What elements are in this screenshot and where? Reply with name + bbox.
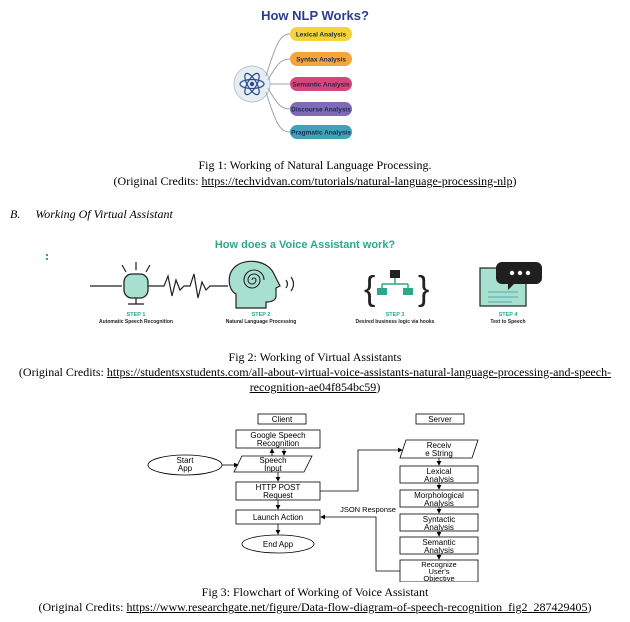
chat-screen-icon <box>479 262 542 307</box>
fig3-receive-line1: Receiv <box>427 441 451 450</box>
fig3-credits-link[interactable]: https://www.researchgate.net/figure/Data… <box>126 600 588 614</box>
fig2-step1-number: STEP 1 <box>127 312 146 318</box>
fig1-item-pill <box>290 27 352 41</box>
fig1-item-pill <box>290 52 352 66</box>
fig1-item-label: Syntax Analysis <box>296 57 346 64</box>
section-title: Working Of Virtual Assistant <box>35 207 173 221</box>
fig3-recognize-line3: Objective <box>423 574 454 582</box>
fig3-http-line1: HTTP POST <box>256 483 301 492</box>
fig1-branches <box>265 33 291 133</box>
fig3-lexical-line1: Lexical <box>427 467 452 476</box>
fig3-json: JSON Response <box>340 505 396 514</box>
fig3-speech-line2: Input <box>264 464 283 473</box>
fig3-syntactic-line2: Analysis <box>424 523 454 532</box>
fig3-http-line2: Request <box>263 491 294 500</box>
fig1-item-pill <box>290 125 352 139</box>
fig2-credits-link-cont[interactable]: recognition-ae04f854bc59 <box>249 380 377 394</box>
fig1-title: How NLP Works? <box>261 8 369 23</box>
fig2-step4-number: STEP 4 <box>499 312 519 318</box>
business-logic-icon: { } <box>364 270 429 308</box>
fig1-item-label: Lexical Analysis <box>296 32 347 39</box>
fig2-step3-number: STEP 3 <box>386 312 405 318</box>
fig3-credits: (Original Credits: https://www.researchg… <box>38 600 592 614</box>
fig3-semantic-line2: Analysis <box>424 546 454 555</box>
svg-text:{: { <box>364 270 375 308</box>
section-heading: B. Working Of Virtual Assistant <box>10 207 173 222</box>
fig2-step4-text: Text to Speech <box>490 319 525 325</box>
fig3-recognize-line1: Recognize <box>421 560 456 569</box>
fig2-step2-text: Natural Language Processing <box>226 319 297 325</box>
fig2-credits-line2: recognition-ae04f854bc59) <box>249 380 381 394</box>
fig3-end: End App <box>263 540 294 549</box>
fig1-item-4: Discourse Analysis <box>290 102 352 116</box>
fig3-morph-line1: Morphological <box>414 491 464 500</box>
fig3-server: Server <box>428 415 452 424</box>
fig2-credits-line1: (Original Credits: https://studentsxstud… <box>18 365 612 379</box>
fig3-flowchart: Client Google Speech Recognition Start A… <box>147 413 479 582</box>
microphone-icon <box>90 262 151 305</box>
fig3-morph-line2: Analysis <box>424 499 454 508</box>
fig2-step2-number: STEP 2 <box>252 312 271 318</box>
fig1-item-2: Syntax Analysis <box>290 52 352 66</box>
fig1-item-1: Lexical Analysis <box>290 27 352 41</box>
fig2-caption: Fig 2: Working of Virtual Assistants <box>228 350 402 364</box>
fig2-step1-text: Automatic Speech Recognition <box>99 319 173 325</box>
fig2-diagram: How does a Voice Assistant work? { } <box>46 239 542 325</box>
svg-text:}: } <box>418 270 429 308</box>
fig2-title: How does a Voice Assistant work? <box>215 239 396 251</box>
fig3-client: Client <box>272 415 293 424</box>
fig3-semantic-line1: Semantic <box>422 538 455 547</box>
fig3-recognize-line2: User's <box>428 567 449 576</box>
fig1-caption: Fig 1: Working of Natural Language Proce… <box>198 158 432 172</box>
fig1-item-pill <box>290 102 352 116</box>
fig3-speech-line1: Speech <box>259 456 286 465</box>
fig3-google-line2: Recognition <box>257 439 299 448</box>
fig1-item-5: Pragmatic Analysis <box>290 125 352 139</box>
fig3-syntactic-line1: Syntactic <box>423 515 455 524</box>
fig1-item-3: Semantic Analysis <box>290 77 352 91</box>
fig1-credits-link[interactable]: https://techvidvan.com/tutorials/natural… <box>201 174 513 188</box>
sound-wave-icon <box>148 273 228 299</box>
fig3-start-line2: App <box>178 464 193 473</box>
fig3-lexical-line2: Analysis <box>424 475 454 484</box>
fig3-start-line1: Start <box>177 456 195 465</box>
fig1-credits: (Original Credits: https://techvidvan.co… <box>113 174 517 188</box>
fig1-item-label: Semantic Analysis <box>292 82 350 89</box>
fig2-step3-text: Desired business logic via hooks <box>356 319 435 325</box>
fig1-item-pill <box>290 77 352 91</box>
section-label: B. <box>10 207 21 221</box>
fig3-connectors <box>222 447 442 572</box>
head-spiral-icon <box>228 260 295 309</box>
atom-icon <box>233 65 271 103</box>
fig1-item-label: Pragmatic Analysis <box>291 130 351 137</box>
fig3-launch: Launch Action <box>253 513 303 522</box>
fig3-receive-line2: e String <box>425 449 453 458</box>
fig1-item-label: Discourse Analysis <box>291 107 351 114</box>
fig3-google-line1: Google Speech <box>250 431 305 440</box>
fig3-caption: Fig 3: Flowchart of Working of Voice Ass… <box>201 585 429 599</box>
fig2-credits-link[interactable]: https://studentsxstudents.com/all-about-… <box>106 365 612 379</box>
